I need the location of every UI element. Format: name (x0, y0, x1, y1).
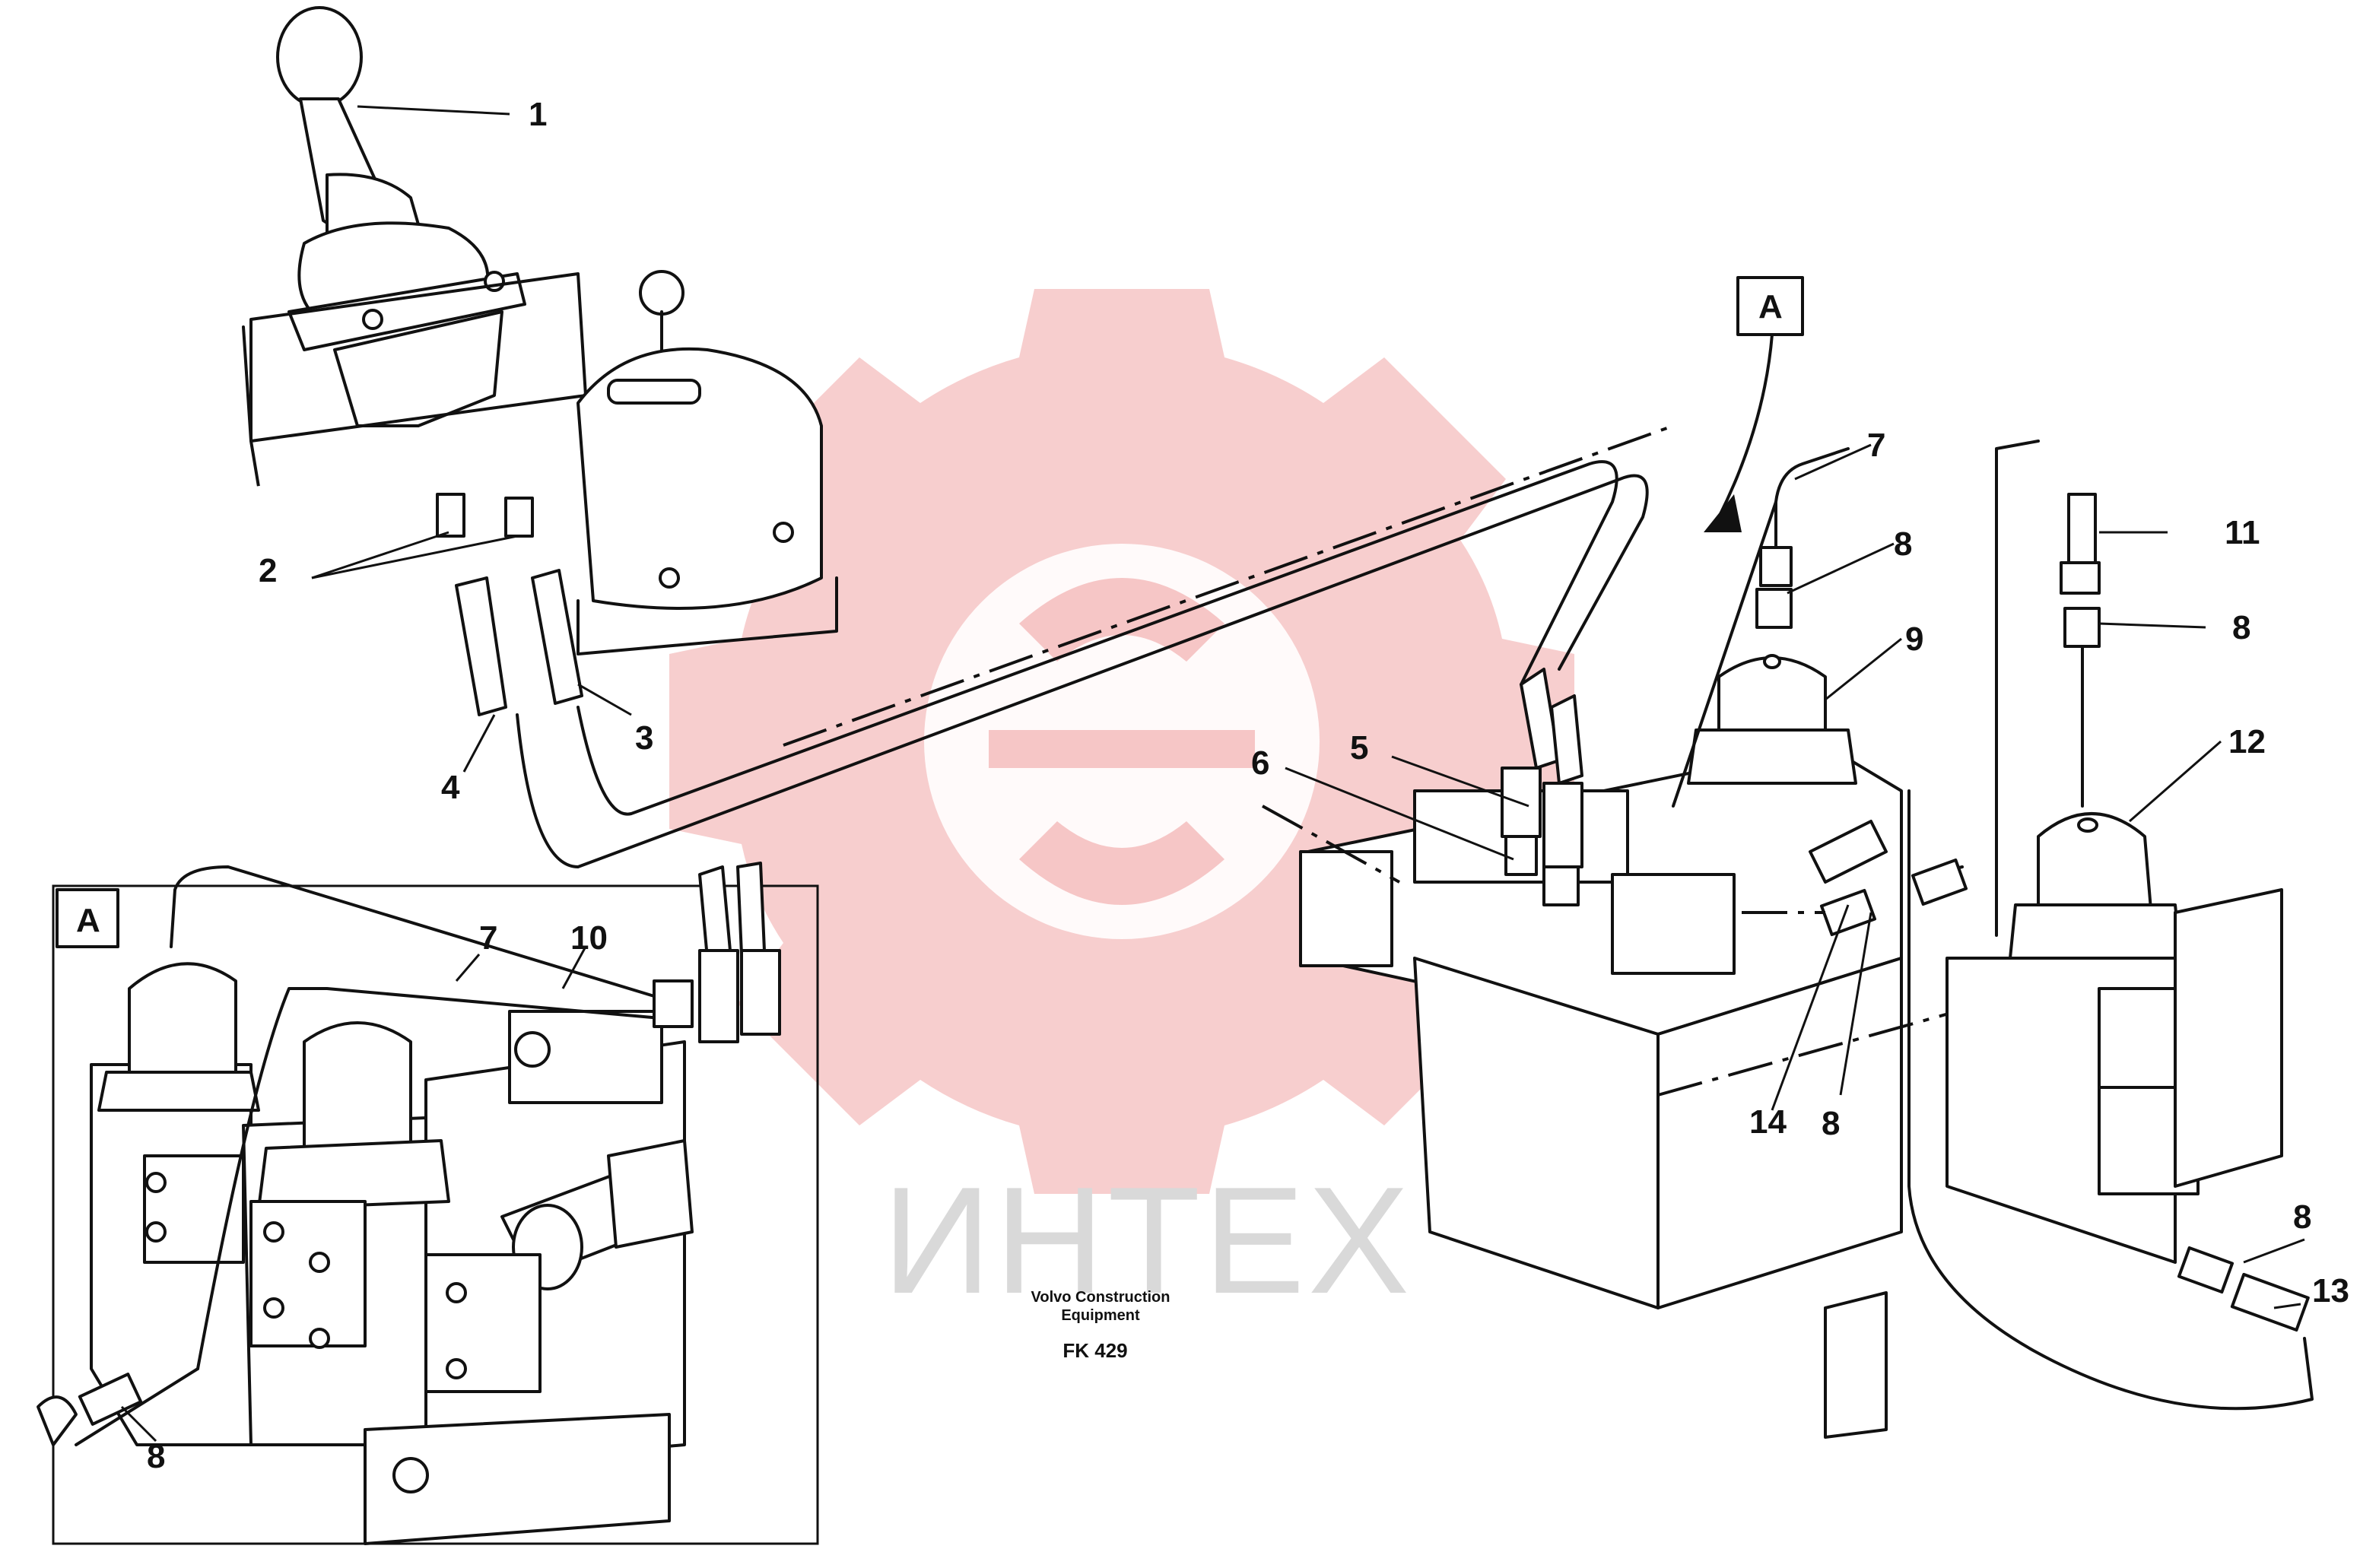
joystick-mount-box (242, 272, 587, 443)
section-marker-a (1704, 276, 1804, 532)
pilot-line-main (516, 474, 1649, 868)
callout-14: 14 (1749, 1103, 1787, 1141)
valve-fittings-5-6 (1501, 668, 1583, 906)
centerline-dash (783, 424, 1674, 747)
callout-3: 3 (635, 719, 653, 757)
callout-5: 5 (1350, 729, 1368, 767)
callout-2: 2 (259, 552, 277, 589)
fitting-11-8-right (2060, 493, 2101, 808)
callout-7-inset: 7 (479, 919, 497, 957)
right-valve-body (1945, 888, 2283, 1264)
fitting-14-elbow (1809, 820, 1888, 937)
callout-12: 12 (2228, 723, 2266, 760)
callout-8-lower: 8 (1822, 1105, 1840, 1142)
callout-7: 7 (1867, 427, 1885, 464)
fitting-stub (1911, 858, 1968, 906)
watermark-text: ИНТЕХ (882, 1156, 1412, 1325)
mount-centerline (249, 440, 260, 487)
pilot-line-secondary (577, 460, 1618, 816)
secondary-lever-housing (577, 270, 838, 655)
callout-4: 4 (441, 769, 460, 806)
detail-view-a (37, 862, 819, 1545)
callout-13: 13 (2312, 1272, 2349, 1309)
figure-code: FK 429 (1062, 1339, 1127, 1362)
pipe-11-loop (1930, 440, 2040, 937)
maker-line-2: Equipment (1061, 1307, 1140, 1324)
callout-10-inset: 10 (570, 919, 608, 957)
pilot-fitting-pair (436, 493, 534, 538)
leader-lines (120, 105, 2305, 1443)
maker-line-1: Volvo Construction (1031, 1289, 1170, 1306)
fitting-8-upper (1755, 546, 1793, 629)
section-label-a: A (1758, 288, 1783, 325)
inset-label-a: A (76, 902, 100, 939)
solenoid-valve-9 (1687, 654, 1857, 785)
callout-6: 6 (1251, 744, 1269, 782)
callout-8-bottom-right: 8 (2293, 1198, 2311, 1236)
callout-8-right: 8 (2232, 609, 2250, 646)
callout-8-inset: 8 (147, 1438, 165, 1475)
solenoid-valve-12 (2006, 812, 2184, 982)
fitting-8-13-lower (2177, 1246, 2310, 1332)
callout-9: 9 (1905, 621, 1923, 658)
joystick-control-lever (276, 6, 526, 427)
main-valve-block (1299, 744, 1903, 1439)
pipe-7 (1774, 447, 1850, 549)
pipe-13-loop (1907, 789, 2314, 1411)
callout-11: 11 (2225, 514, 2260, 551)
callout-1: 1 (529, 96, 547, 133)
pilot-hoses (455, 569, 583, 716)
callout-8-upper: 8 (1894, 525, 1912, 563)
pipe-7-return (1672, 500, 1777, 808)
